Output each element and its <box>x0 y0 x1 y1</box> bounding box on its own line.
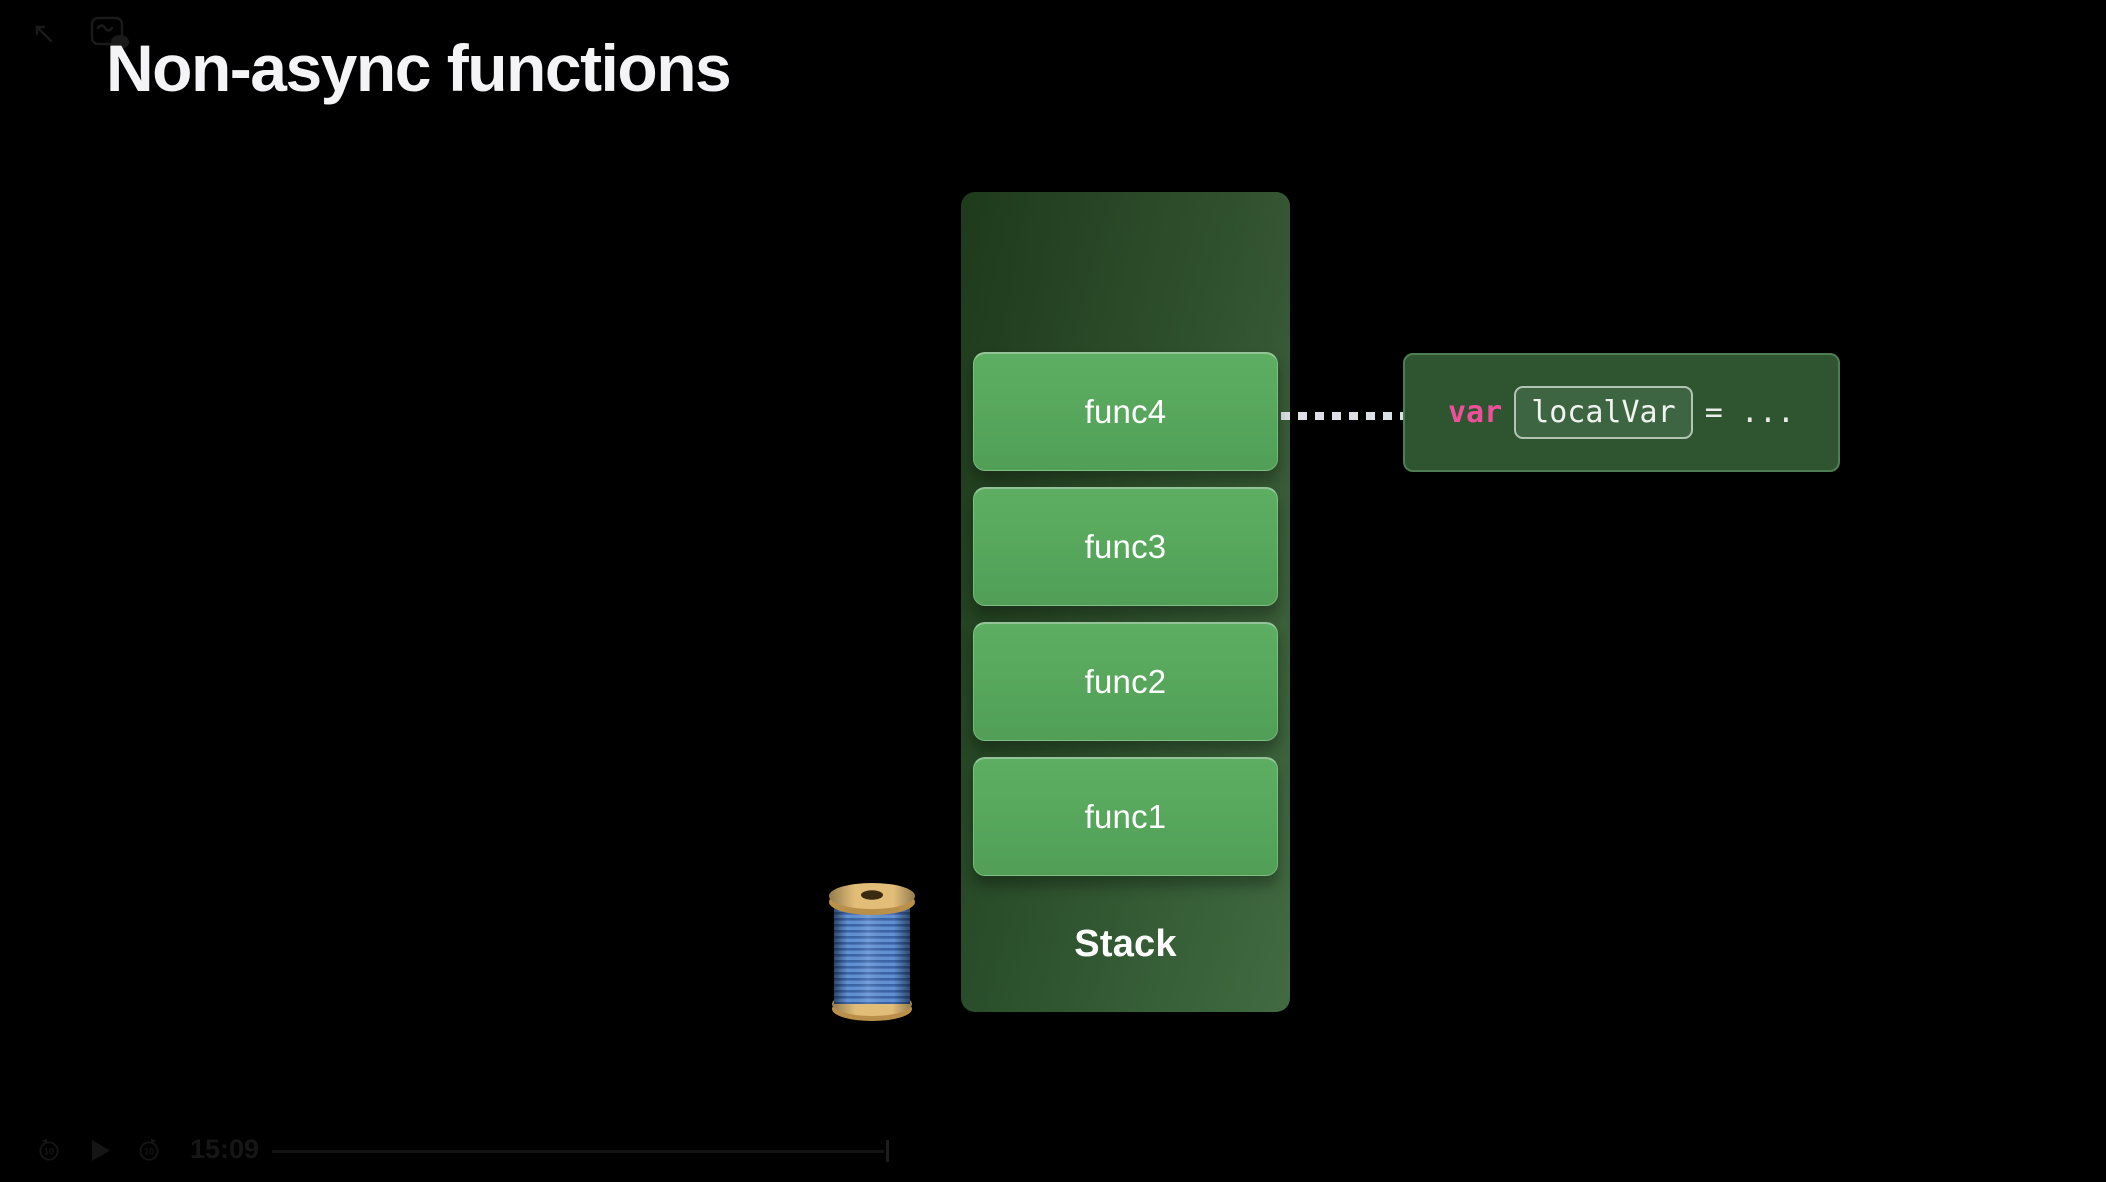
pointer-tool-icon[interactable] <box>30 20 56 46</box>
play-icon[interactable] <box>92 1140 110 1161</box>
slide-title: Non-async functions <box>106 31 732 105</box>
code-keyword: var <box>1448 395 1503 430</box>
code-annotation-box: var localVar = ... <box>1403 353 1840 472</box>
spool-hole <box>861 890 883 900</box>
stack-frame-func4: func4 <box>973 352 1278 471</box>
progress-bar[interactable] <box>272 1150 884 1153</box>
stack-frame-func2: func2 <box>973 622 1278 741</box>
stack-frame-func1: func1 <box>973 757 1278 876</box>
skip-forward-10-icon[interactable]: 10 <box>138 1138 160 1162</box>
code-assignment: = ... <box>1704 395 1795 430</box>
timestamp: 15:09 <box>190 1134 260 1164</box>
frame-label: func3 <box>1084 528 1167 565</box>
dotted-connector-line <box>1281 412 1403 420</box>
thread-spool-icon <box>829 883 915 1021</box>
svg-text:10: 10 <box>44 1147 54 1157</box>
stack-container: func4 func3 func2 func1 Stack <box>961 192 1290 1012</box>
frame-label: func1 <box>1084 798 1167 835</box>
frame-label: func2 <box>1084 663 1167 700</box>
stack-frame-func3: func3 <box>973 487 1278 606</box>
stack-label: Stack <box>1074 923 1177 965</box>
frame-label: func4 <box>1084 393 1167 430</box>
markup-tool-icon[interactable] <box>90 16 132 52</box>
code-variable-chip: localVar <box>1514 386 1693 439</box>
progress-scrubber[interactable] <box>886 1140 889 1162</box>
skip-back-10-icon[interactable]: 10 <box>38 1138 60 1162</box>
svg-text:10: 10 <box>144 1147 154 1157</box>
